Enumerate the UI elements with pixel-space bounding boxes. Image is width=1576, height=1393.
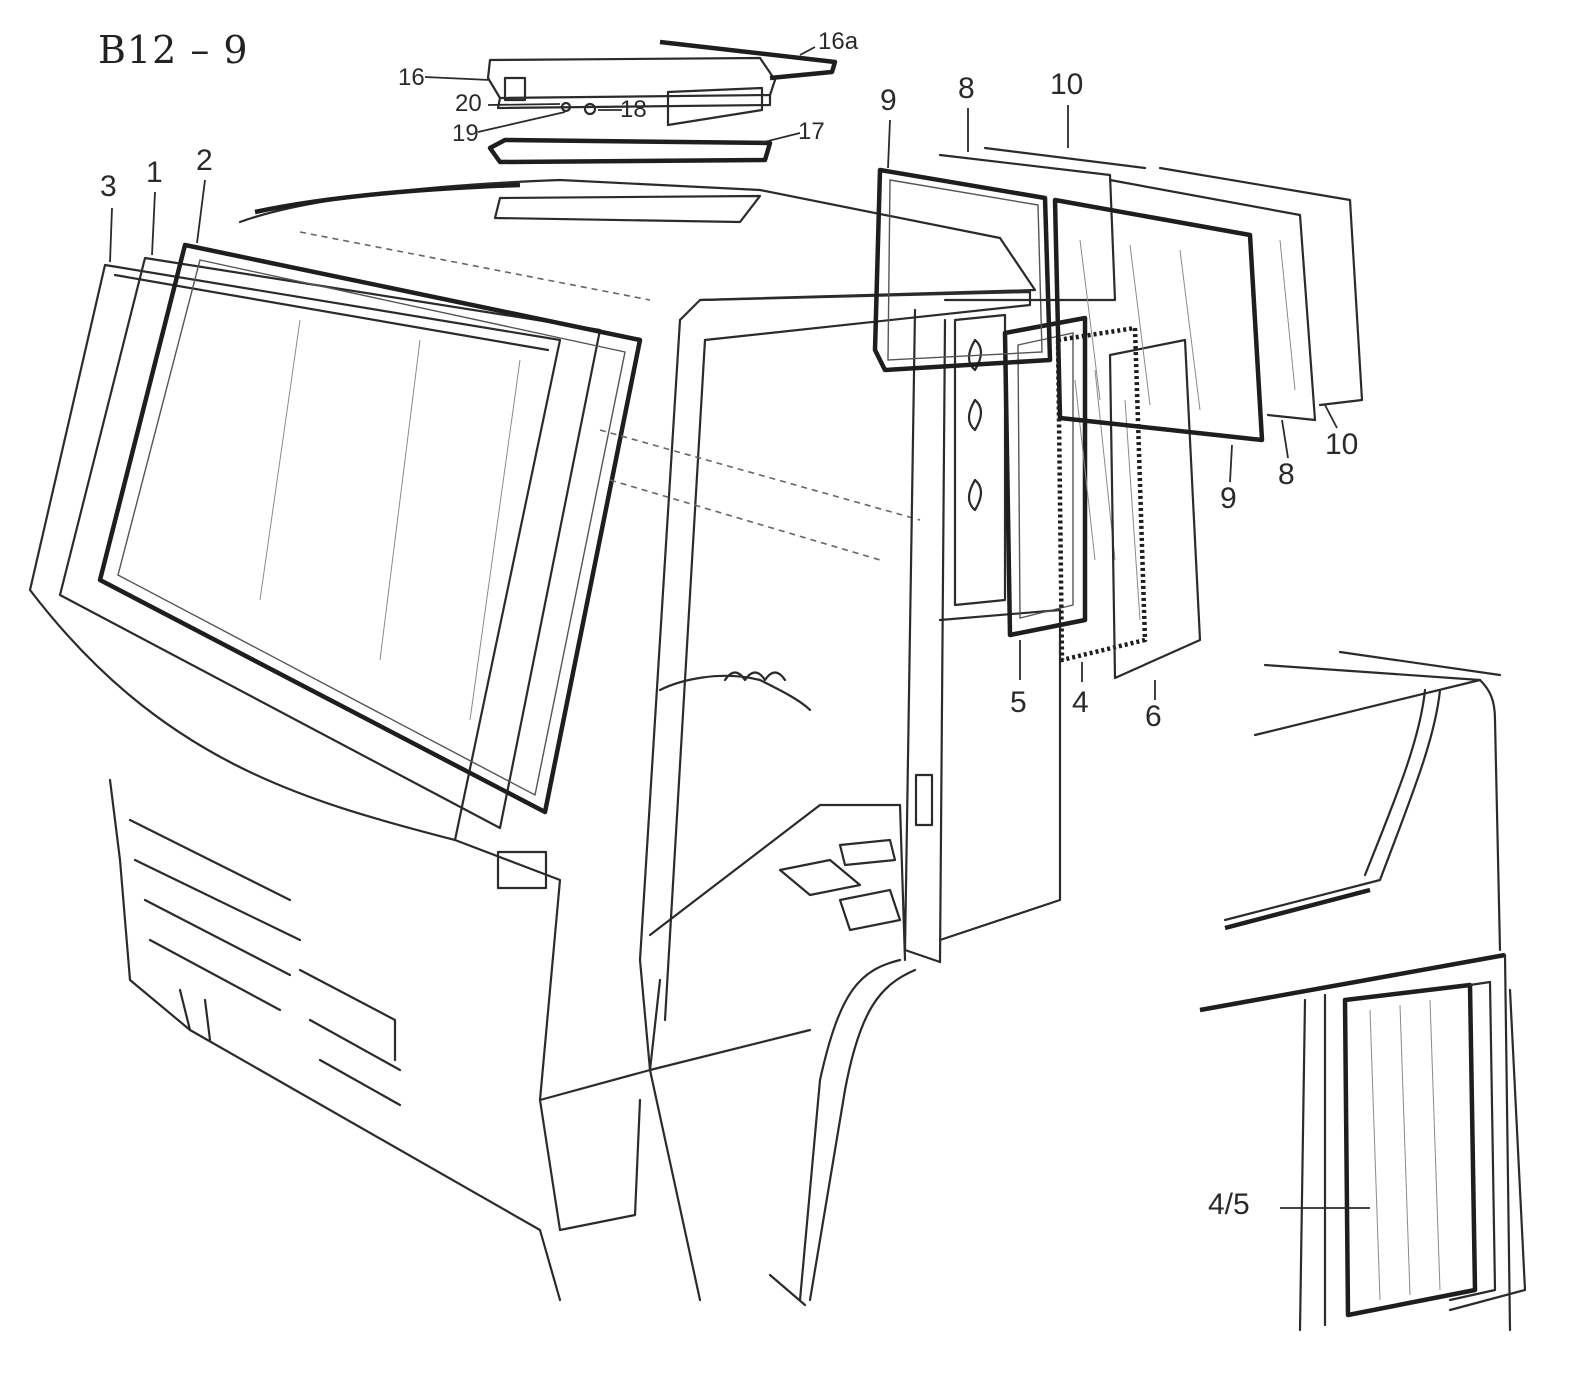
callout-1: 1 xyxy=(146,156,163,189)
cab-body xyxy=(108,308,1062,1307)
callout-9-right: 9 xyxy=(1220,482,1237,515)
callout-10-top: 10 xyxy=(1050,68,1084,101)
callout-20: 20 xyxy=(455,90,482,117)
callout-leaders xyxy=(109,46,1370,1209)
callout-8-top: 8 xyxy=(958,72,975,105)
callout-16: 16 xyxy=(398,64,425,91)
callout-19: 19 xyxy=(452,120,479,147)
callout-18: 18 xyxy=(620,96,647,123)
callout-3: 3 xyxy=(100,170,117,203)
windshield-seal-outer xyxy=(28,263,562,842)
callout-16a: 16a xyxy=(818,28,859,55)
callout-9-top: 9 xyxy=(880,84,897,117)
windshield-glass xyxy=(58,256,602,830)
detail-inset-view xyxy=(1199,650,1527,1332)
callout-17: 17 xyxy=(798,118,825,145)
callout-8-right: 8 xyxy=(1278,458,1295,491)
callout-6: 6 xyxy=(1145,700,1162,733)
quarter-window-assembly xyxy=(1002,315,1202,680)
callout-2: 2 xyxy=(196,144,213,177)
callout-4-5: 4/5 xyxy=(1208,1188,1250,1221)
cab-roof xyxy=(238,178,1037,342)
windshield-seal-inner xyxy=(97,242,643,815)
callout-4: 4 xyxy=(1072,686,1089,719)
rear-window-assembly xyxy=(872,146,1364,443)
sunroof-assembly xyxy=(486,39,838,165)
callout-5: 5 xyxy=(1010,686,1027,719)
figure-id-label: B12 – 9 xyxy=(98,28,249,72)
callout-10-right: 10 xyxy=(1325,428,1359,461)
